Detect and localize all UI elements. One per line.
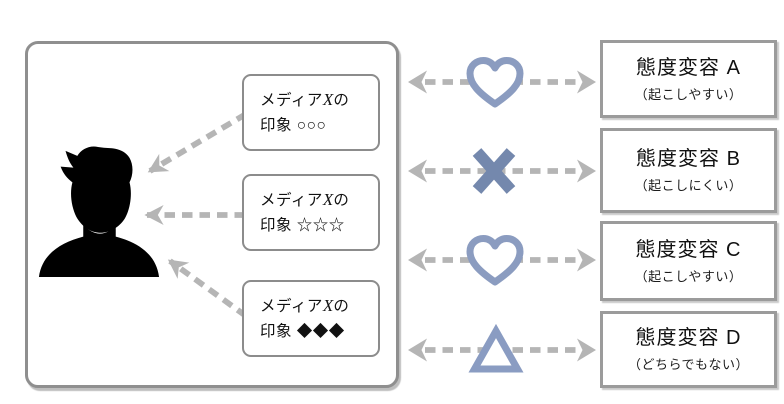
impression-line1: メディアXの [260,187,378,213]
outcome-title: 態度変容 D [635,327,742,349]
impression-text: の [333,298,350,315]
impression-line1: メディアXの [260,87,378,113]
arrowhead-left-b [408,159,427,183]
arrowhead-left-a [408,70,427,94]
media-x-variable: X [322,296,334,315]
cross-icon [472,148,516,194]
outcome-subtitle: （起こしやすい） [634,86,743,102]
media-x-variable: X [322,190,334,209]
impression-box-stars: メディアXの 印象 ☆☆☆ [242,174,380,251]
heart-icon [466,235,524,286]
media-x-variable: X [322,90,334,109]
impression-line2-diamonds: 印象 ◆◆◆ [260,323,345,340]
outcome-box-c: 態度変容 C （起こしやすい） [600,221,777,301]
impression-text: メディア [260,192,323,209]
impression-text: の [333,92,350,109]
arrowhead-right-c [577,248,596,272]
triangle-icon [468,323,524,373]
outcome-subtitle: （どちらでもない） [627,357,750,372]
impression-box-circles: メディアXの 印象 ○○○ [242,74,380,151]
impression-line2-stars: 印象 ☆☆☆ [260,217,345,234]
impression-text: メディア [260,298,323,315]
impression-line2-circles: 印象 ○○○ [260,117,327,134]
outcome-title: 態度変容 B [636,148,741,170]
arrowhead-right-a [577,70,596,94]
arrowhead-right-d [577,338,596,362]
arrowhead-right-b [577,159,596,183]
outcome-subtitle: （起こしにくい） [634,178,743,193]
outcome-box-d: 態度変容 D （どちらでもない） [600,311,777,388]
arrowhead-left-c [408,248,427,272]
impression-text: メディア [260,92,323,109]
impression-box-diamonds: メディアXの 印象 ◆◆◆ [242,280,380,357]
arrowhead-left-d [408,338,427,362]
outcome-subtitle: （起こしやすい） [634,268,743,284]
outcome-box-b: 態度変容 B （起こしにくい） [600,128,777,213]
person-silhouette-icon [38,146,160,277]
impression-line1: メディアXの [260,293,378,319]
impression-text: の [333,192,350,209]
outcome-title: 態度変容 C [635,238,742,261]
heart-icon [466,57,524,108]
outcome-box-a: 態度変容 A （起こしやすい） [600,40,777,118]
outcome-title: 態度変容 A [636,56,741,79]
